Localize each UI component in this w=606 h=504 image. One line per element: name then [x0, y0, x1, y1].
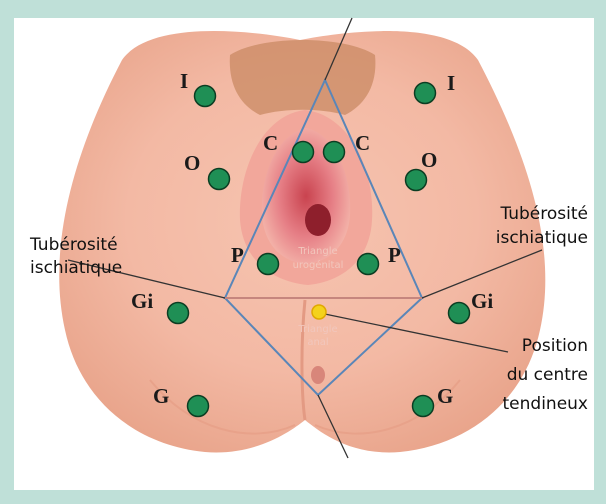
point-Gi-left: [168, 303, 189, 324]
point-G-right: [413, 396, 434, 417]
point-P-right: [358, 254, 379, 275]
point-Gi-right: [449, 303, 470, 324]
point-label-G-right: G: [437, 384, 453, 408]
point-O-left: [209, 169, 230, 190]
point-G-left: [188, 396, 209, 417]
point-label-Gi-left: Gi: [131, 289, 153, 313]
point-label-I-right: I: [447, 71, 455, 95]
point-C-left: [293, 142, 314, 163]
point-label-C-right: C: [355, 131, 370, 155]
right-tuberosity-line-1: Tubérosité: [499, 204, 588, 224]
point-label-O-right: O: [421, 148, 437, 172]
anal-triangle-text-1: Triangle: [297, 324, 337, 335]
right-tuberosity-line-2: ischiatique: [496, 228, 588, 248]
anal-triangle-text-2: anal: [307, 337, 328, 348]
urogenital-triangle-text-2: urogénital: [293, 259, 344, 271]
centre-label-line-3: tendineux: [503, 394, 588, 414]
left-tuberosity-line-1: Tubérosité: [29, 235, 118, 255]
point-label-C-left: C: [263, 131, 278, 155]
point-label-P-left: P: [231, 243, 244, 267]
point-P-left: [258, 254, 279, 275]
point-label-P-right: P: [388, 243, 401, 267]
point-C-right: [324, 142, 345, 163]
left-tuberosity-line-2: ischiatique: [30, 258, 122, 278]
point-label-Gi-right: Gi: [471, 289, 493, 313]
point-label-I-left: I: [180, 69, 188, 93]
point-O-right: [406, 170, 427, 191]
point-I-right: [415, 83, 436, 104]
urogenital-triangle-text-1: Triangle: [297, 246, 337, 257]
tendinous-centre-marker: [312, 305, 326, 319]
centre-label-line-1: Position: [522, 336, 588, 356]
point-label-O-left: O: [184, 151, 200, 175]
body-illustration: [59, 31, 545, 452]
point-label-G-left: G: [153, 384, 169, 408]
point-I-left: [195, 86, 216, 107]
centre-label-line-2: du centre: [507, 365, 588, 385]
